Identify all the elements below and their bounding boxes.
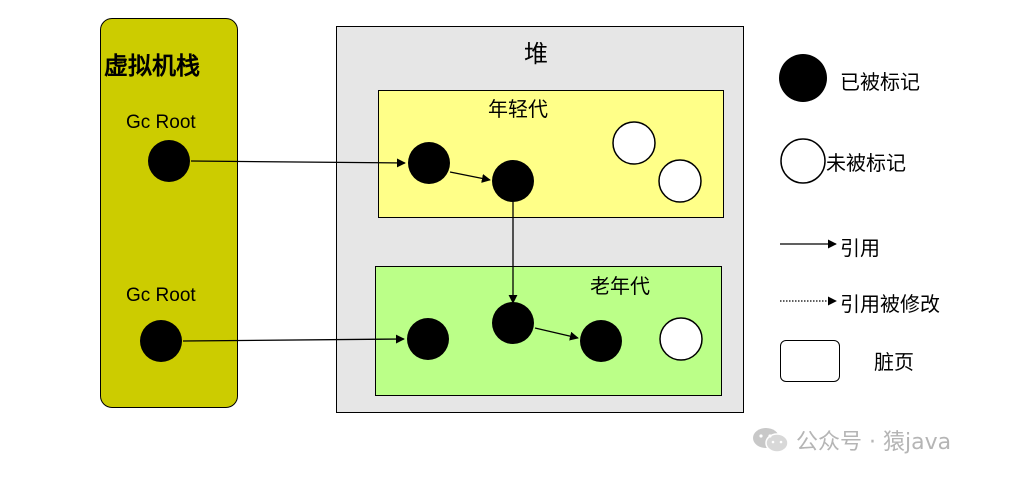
- vm-stack-title: 虚拟机栈: [104, 52, 200, 80]
- gc-root-node-1: [148, 140, 190, 182]
- gc-root-node-2: [140, 320, 182, 362]
- legend-modified-reference-label: 引用被修改: [840, 292, 940, 316]
- reference-young1-to-young2: [449, 171, 491, 183]
- young-marked-object-2: [492, 160, 534, 202]
- young-marked-object-1: [408, 142, 450, 184]
- old-marked-object-1: [407, 318, 449, 360]
- legend-unmarked-label: 未被标记: [826, 151, 906, 175]
- watermark: 公众号 · 猿java: [752, 424, 951, 456]
- legend-dirty-page-sample: [780, 340, 840, 382]
- old-marked-object-2: [492, 302, 534, 344]
- legend-marked-label: 已被标记: [840, 70, 920, 94]
- wechat-icon: [753, 428, 789, 453]
- young-unmarked-object-2: [658, 159, 702, 203]
- watermark-text: 公众号 · 猿java: [796, 430, 952, 455]
- heap-title: 堆: [524, 40, 548, 68]
- old-unmarked-object: [659, 317, 703, 361]
- reference-root1-to-young1: [190, 158, 406, 168]
- legend-marked-symbol: [779, 54, 827, 102]
- reference-root2-to-old1: [182, 334, 405, 344]
- legend-unmarked-symbol: [780, 138, 826, 184]
- gc-root-label-2: Gc Root: [126, 285, 196, 306]
- legend-reference-label: 引用: [840, 236, 880, 260]
- reference-old2-to-old3: [534, 327, 579, 341]
- legend-dirty-page-label: 脏页: [874, 350, 914, 374]
- young-unmarked-object-1: [612, 121, 656, 165]
- young-generation-title: 年轻代: [488, 97, 548, 121]
- gc-root-label-1: Gc Root: [126, 112, 196, 133]
- old-generation-title: 老年代: [590, 274, 650, 298]
- old-marked-object-3: [580, 320, 622, 362]
